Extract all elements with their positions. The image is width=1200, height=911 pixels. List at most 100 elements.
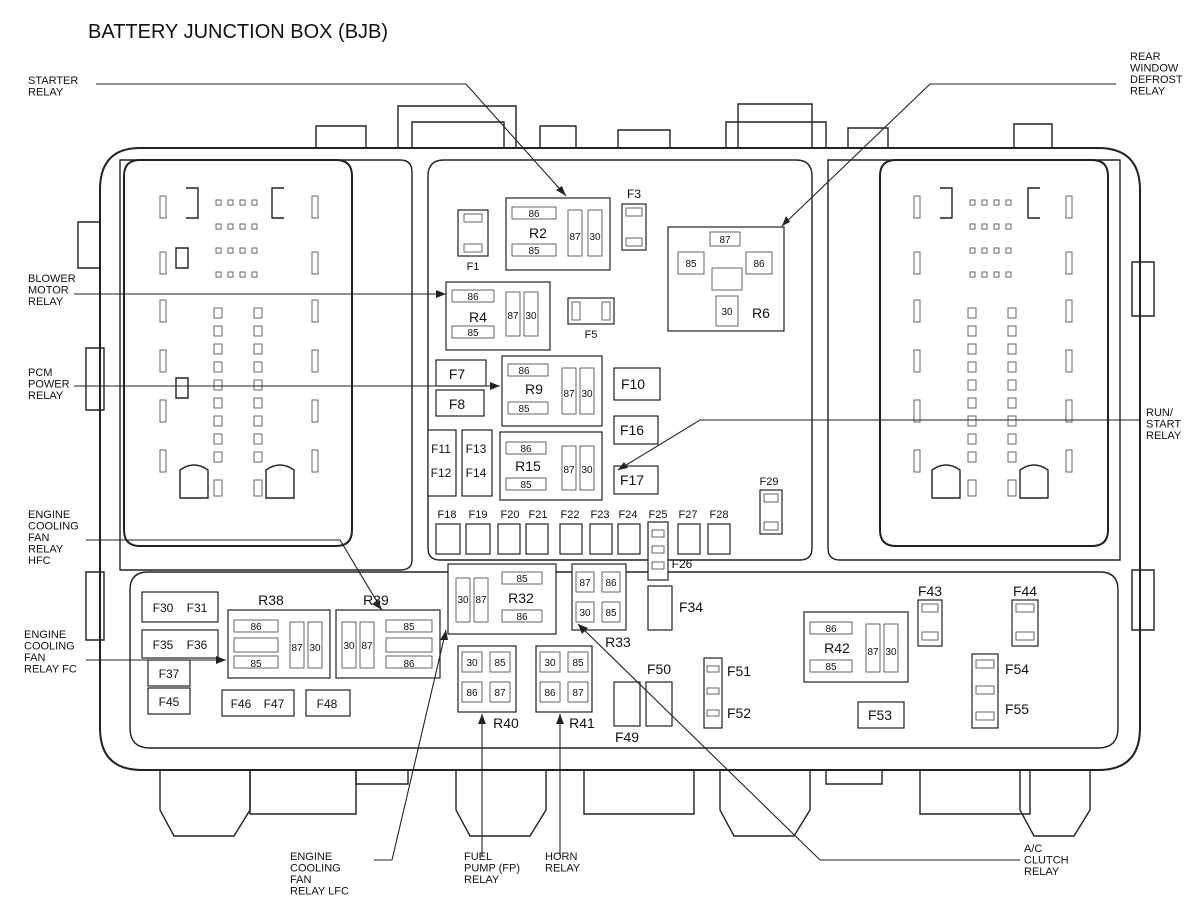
relay-r38-pin-87: 87: [291, 643, 303, 654]
fuse-f35-label: F35: [153, 638, 174, 652]
fuse-f10[interactable]: F10: [613, 367, 661, 401]
fuse-f20-label: F20: [501, 509, 520, 521]
fuse-f13-f14[interactable]: F13 F14: [461, 429, 493, 497]
callout-line: ENGINE: [28, 509, 70, 521]
relay-r41[interactable]: 30 85 86 87 R41: [535, 645, 595, 731]
relay-r33[interactable]: 87 86 30 85 R33: [571, 563, 631, 650]
callout-line: FAN: [24, 652, 45, 664]
relay-r40-pin-86: 86: [466, 688, 478, 699]
fuse-f5[interactable]: F5: [567, 297, 615, 341]
relay-r32[interactable]: 85 86 30 87 R32: [447, 563, 557, 635]
fuse-f16[interactable]: F16: [613, 415, 659, 445]
relay-r6-pin-87: 87: [719, 235, 731, 246]
fuse-f8-label: F8: [449, 396, 466, 412]
callout-line: RELAY: [1024, 866, 1060, 878]
fuse-f1[interactable]: F1: [457, 209, 489, 273]
callout-line: CLUTCH: [1024, 855, 1069, 867]
fuse-f28[interactable]: F28: [707, 509, 731, 555]
fuse-f44[interactable]: F44: [1011, 583, 1039, 647]
fuse-f25[interactable]: F25: [647, 509, 669, 581]
fuse-f54-f55[interactable]: F54 F55: [971, 653, 1029, 729]
fuse-f17[interactable]: F17: [613, 465, 659, 495]
fuse-f51-f52[interactable]: F51 F52: [703, 657, 751, 729]
fuse-f14-label: F14: [466, 466, 487, 480]
fuse-f37[interactable]: F37: [147, 659, 191, 687]
relay-r38-pin-86: 86: [250, 622, 262, 633]
relay-r15[interactable]: 86 85 87 30 R15: [499, 431, 603, 501]
fuse-f49[interactable]: F49: [613, 681, 641, 745]
relay-r40-pin-87: 87: [494, 688, 506, 699]
relay-r15-pin-85: 85: [520, 480, 532, 491]
fuse-f27[interactable]: F27: [677, 509, 701, 555]
fuse-f53[interactable]: F53: [857, 701, 905, 729]
fuse-f10-label: F10: [621, 376, 645, 392]
fuse-f47-label: F47: [264, 697, 285, 711]
fuse-f46-label: F46: [231, 697, 252, 711]
fuse-f34[interactable]: F34: [647, 585, 703, 631]
fuse-f43[interactable]: F43: [917, 583, 943, 647]
relay-r6[interactable]: 87 85 86 30 R6: [667, 226, 785, 332]
fuse-f45[interactable]: F45: [147, 687, 191, 715]
callout-line: RELAY: [28, 544, 64, 556]
fuse-f20[interactable]: F20: [497, 509, 521, 555]
fuse-f27-label: F27: [679, 509, 698, 521]
fuse-f22[interactable]: F22: [559, 509, 583, 555]
relay-r4-pin-87: 87: [507, 311, 519, 322]
fuse-f24[interactable]: F24: [617, 509, 641, 555]
relay-r9-pin-87: 87: [563, 389, 575, 400]
fuse-f30-f31[interactable]: F30 F31: [141, 591, 219, 623]
fuse-f18[interactable]: F18: [435, 509, 461, 555]
relay-r38-label: R38: [258, 592, 284, 608]
relay-r41-label: R41: [569, 715, 595, 731]
fuse-f23[interactable]: F23: [589, 509, 613, 555]
relay-r9-pin-86: 86: [518, 366, 530, 377]
fuse-f3[interactable]: F3: [621, 187, 647, 251]
relay-r40[interactable]: 30 85 86 87 R40: [457, 645, 519, 731]
relay-r39[interactable]: 85 86 30 87 R39: [335, 592, 441, 679]
relay-r6-pin-85: 85: [685, 259, 697, 270]
fuse-f19[interactable]: F19: [465, 509, 491, 555]
relay-r41-pin-85: 85: [572, 658, 584, 669]
fuse-f22-label: F22: [561, 509, 580, 521]
fuse-f29[interactable]: F29: [759, 476, 783, 535]
fuse-f30-label: F30: [153, 601, 174, 615]
fuse-f7[interactable]: F7: [435, 359, 487, 387]
fuse-f48[interactable]: F48: [305, 689, 351, 717]
relay-r39-pin-87: 87: [361, 641, 373, 652]
fuse-f50-label: F50: [647, 661, 671, 677]
relay-r9[interactable]: 86 85 87 30 R9: [501, 355, 603, 427]
fuse-f11-f12[interactable]: F11 F12: [427, 429, 457, 497]
callout-line: DEFROST: [1130, 74, 1183, 86]
fuse-f16-label: F16: [620, 422, 644, 438]
fuse-f34-label: F34: [679, 599, 703, 615]
relay-r42[interactable]: 86 85 87 30 R42: [803, 611, 909, 683]
relay-r15-pin-30: 30: [581, 465, 593, 476]
callout-line: RELAY: [28, 87, 64, 99]
relay-r2[interactable]: 86 85 87 30 R2: [505, 197, 611, 271]
relay-r33-pin-87: 87: [579, 578, 591, 589]
callout-line: HFC: [28, 555, 51, 567]
fuse-f26[interactable]: F26: [672, 557, 693, 571]
fuse-f35-f36[interactable]: F35 F36: [141, 629, 219, 659]
relay-r9-pin-85: 85: [518, 404, 530, 415]
callout-line: COOLING: [290, 863, 341, 875]
relay-r38-pin-30: 30: [309, 643, 321, 654]
callout-line: BLOWER: [28, 273, 76, 285]
fuse-f46-f47[interactable]: F46 F47: [221, 689, 295, 717]
fuse-f21[interactable]: F21: [525, 509, 549, 555]
callout-line: FAN: [28, 532, 49, 544]
relay-r4[interactable]: 86 85 87 30 R4: [445, 281, 551, 351]
relay-r38-pin-85: 85: [250, 659, 262, 670]
relay-r38[interactable]: 86 85 87 30 R38: [227, 592, 331, 679]
fuse-f8[interactable]: F8: [435, 389, 485, 417]
callout-line: RELAY: [464, 874, 500, 886]
fuse-f25-label: F25: [649, 509, 668, 521]
fuse-f50[interactable]: F50: [645, 661, 673, 727]
relay-r33-label: R33: [605, 634, 631, 650]
